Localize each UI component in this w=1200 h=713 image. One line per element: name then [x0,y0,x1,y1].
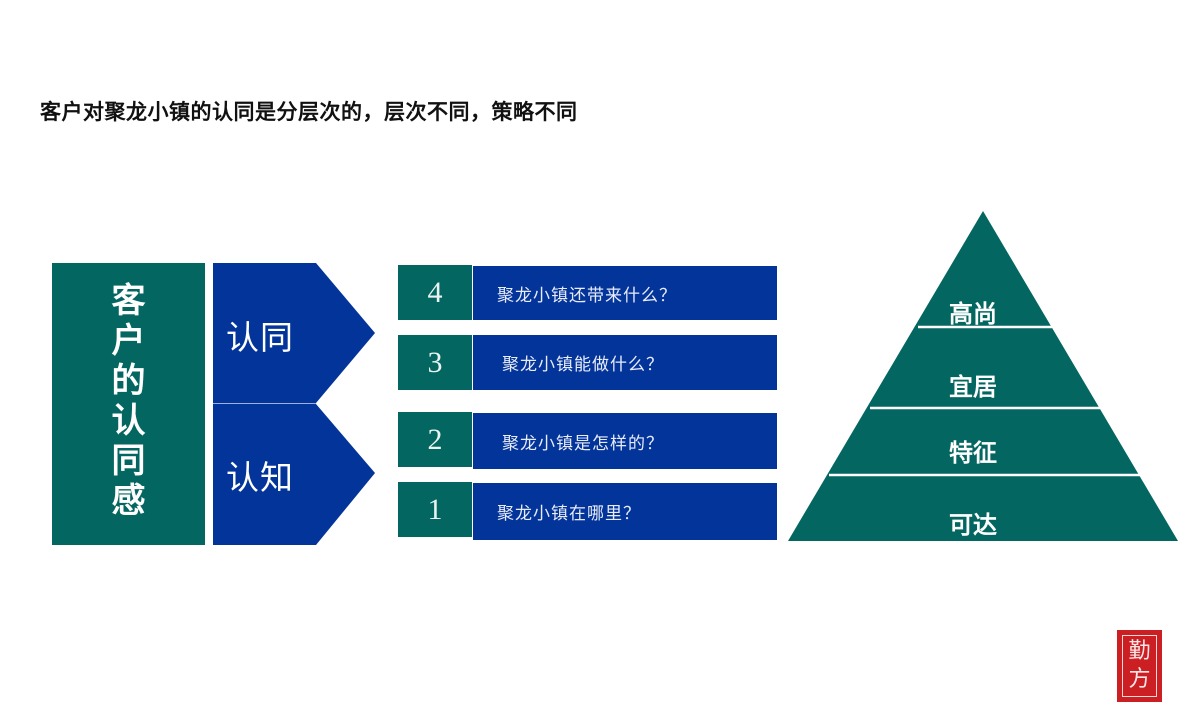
level-question: 聚龙小镇在哪里？ [473,483,777,540]
customer-identity-block: 客 户 的 认 同 感 [52,263,205,545]
level-number: 2 [398,412,472,467]
slide-title: 客户对聚龙小镇的认同是分层次的，层次不同，策略不同 [40,100,578,124]
label-char: 客 [111,281,146,321]
customer-identity-label: 客 户 的 认 同 感 [52,281,205,521]
chevron-arrows [213,263,375,545]
label-char: 认 [111,401,146,441]
chevron-cognition [213,404,375,545]
label-char: 同 [111,441,146,481]
level-number: 1 [398,482,472,537]
pyramid-tier-noble: 高尚 [949,300,997,328]
level-number: 4 [398,265,472,320]
seal-logo: 勤 方 [1117,630,1162,702]
level-question: 聚龙小镇还带来什么？ [473,266,777,320]
label-char: 的 [111,361,146,401]
label-char: 感 [111,481,146,521]
level-question: 聚龙小镇能做什么？ [473,335,777,390]
identity-pyramid [788,211,1178,541]
level-number: 3 [398,335,472,390]
pyramid-tier-livable: 宜居 [949,373,997,401]
chevron-recognition [213,263,375,403]
chevron-label-recognition: 认同 [226,318,294,357]
pyramid-tier-accessible: 可达 [949,511,997,539]
seal-stamp-icon: 勤 方 [1122,635,1157,697]
label-char: 户 [111,321,146,361]
level-question: 聚龙小镇是怎样的？ [473,413,777,469]
chevron-label-cognition: 认知 [226,458,294,497]
seal-char: 勤 [1128,639,1151,664]
pyramid-tier-features: 特征 [949,439,997,467]
seal-char: 方 [1128,667,1151,692]
